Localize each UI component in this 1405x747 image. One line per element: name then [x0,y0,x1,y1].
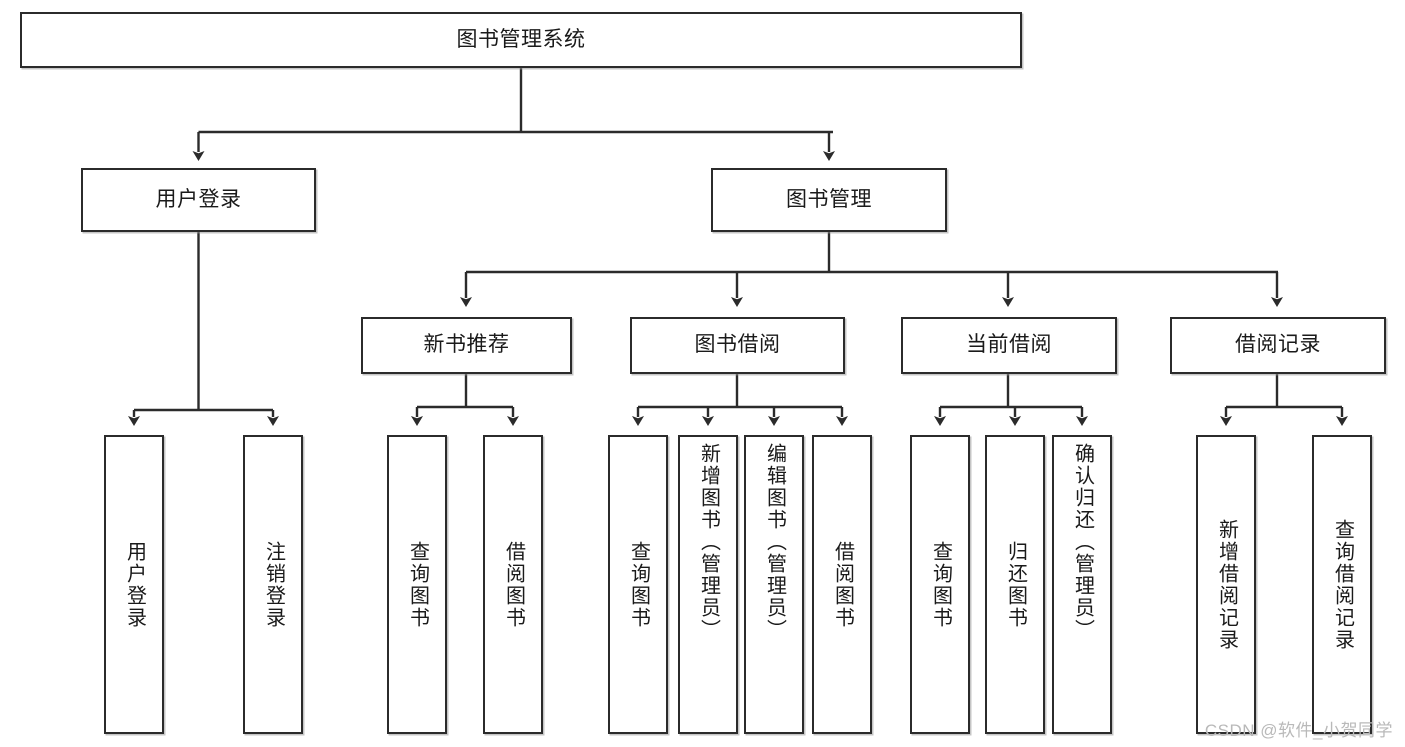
node-leaf-query-book-current-label: 查询图书 [929,540,952,629]
edge-group-book-manage [460,232,1283,307]
node-leaf-edit-book-admin[interactable]: 编辑图书（管理员） [744,435,804,734]
node-leaf-query-book-borrow[interactable]: 查询图书 [608,435,668,734]
node-borrow-record[interactable]: 借阅记录 [1170,317,1386,374]
node-user-login-label: 用户登录 [155,187,242,211]
node-user-login[interactable]: 用户登录 [81,168,316,232]
edge-group-current-borrow [934,374,1088,426]
node-leaf-borrow-book-label: 借阅图书 [831,540,854,629]
node-current-borrow[interactable]: 当前借阅 [901,317,1117,374]
node-leaf-query-book-recommend-label: 查询图书 [406,540,429,629]
node-leaf-borrow-book[interactable]: 借阅图书 [812,435,872,734]
node-root-label: 图书管理系统 [456,27,586,51]
node-borrow-record-label: 借阅记录 [1235,333,1321,357]
node-leaf-return-book-label: 归还图书 [1004,540,1027,629]
node-leaf-confirm-return-admin-label: 确认归还（管理员） [1071,443,1094,641]
node-leaf-return-book[interactable]: 归还图书 [985,435,1045,734]
node-current-borrow-label: 当前借阅 [966,333,1052,357]
node-new-book-recommend-label: 新书推荐 [423,333,510,357]
edge-group-new-book-recommend [411,374,519,426]
node-leaf-confirm-return-admin[interactable]: 确认归还（管理员） [1052,435,1112,734]
node-book-manage-label: 图书管理 [786,187,872,211]
node-book-borrow[interactable]: 图书借阅 [630,317,845,374]
node-leaf-query-borrow-record-label: 查询借阅记录 [1331,518,1354,651]
node-leaf-user-login-label: 用户登录 [123,540,146,629]
node-leaf-add-book-admin-label: 新增图书（管理员） [697,443,720,641]
node-leaf-logout[interactable]: 注销登录 [243,435,303,734]
node-new-book-recommend[interactable]: 新书推荐 [361,317,572,374]
node-root-book-management-system[interactable]: 图书管理系统 [20,12,1022,68]
node-leaf-query-book-current[interactable]: 查询图书 [910,435,970,734]
edge-group-borrow-record [1220,374,1348,426]
node-leaf-edit-book-admin-label: 编辑图书（管理员） [763,443,786,641]
edge-group-book-borrow [632,374,848,426]
node-leaf-query-book-recommend[interactable]: 查询图书 [387,435,447,734]
node-leaf-query-borrow-record[interactable]: 查询借阅记录 [1312,435,1372,734]
node-leaf-logout-label: 注销登录 [262,540,285,629]
node-leaf-borrow-book-recommend-label: 借阅图书 [502,540,525,629]
node-leaf-query-book-borrow-label: 查询图书 [627,540,650,629]
node-book-borrow-label: 图书借阅 [694,333,781,357]
node-leaf-add-borrow-record-label: 新增借阅记录 [1215,518,1238,651]
watermark-text: CSDN @软件_小贺同学 [1204,721,1393,740]
node-leaf-add-book-admin[interactable]: 新增图书（管理员） [678,435,738,734]
edge-group-root [192,68,835,161]
edge-group-user-login [128,232,279,426]
node-book-manage[interactable]: 图书管理 [711,168,947,232]
node-leaf-user-login[interactable]: 用户登录 [104,435,164,734]
node-leaf-add-borrow-record[interactable]: 新增借阅记录 [1196,435,1256,734]
node-leaf-borrow-book-recommend[interactable]: 借阅图书 [483,435,543,734]
